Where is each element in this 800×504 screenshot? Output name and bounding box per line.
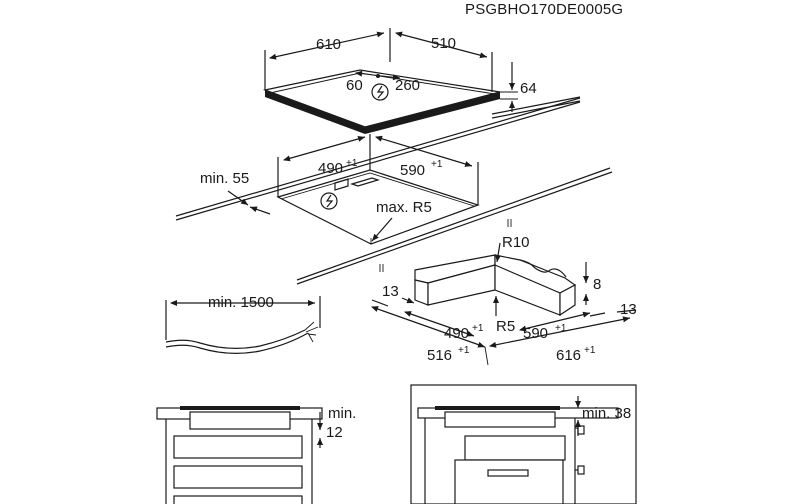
hob-width-label: 610 — [316, 36, 341, 53]
hob-connection-a-label: 60 — [346, 77, 363, 94]
hob-connection-b-label: 260 — [395, 77, 420, 94]
cutout-width-label: 490 — [318, 160, 343, 177]
frame-inner-depth-label: 590 — [523, 325, 548, 342]
frame-radius-inner-label: R5 — [496, 318, 515, 335]
cutout-width-tolerance: +1 — [346, 158, 358, 169]
install-right-drawing: min. 38 — [410, 384, 637, 504]
cutout-drawing: 490 +1 590 +1 min. 55 max. R5 — [175, 97, 581, 245]
frame-drawing: R10 R5 13 8 13 490 +1 590 +1 516 +1 616 … — [371, 234, 637, 366]
install-right-min-label: min. 38 — [582, 405, 631, 422]
hob-height-label: 64 — [520, 80, 537, 97]
cable-line — [165, 329, 306, 349]
cutout-min-front-label: min. 55 — [200, 170, 249, 187]
frame-side-right-label: 13 — [620, 301, 637, 318]
frame-outer-width-tolerance: +1 — [458, 345, 470, 356]
install-left-drawing: min. 12 — [156, 405, 356, 504]
frame-inner-width-tolerance: +1 — [472, 323, 484, 334]
cutout-radius-label: max. R5 — [376, 199, 432, 216]
cable-drawing: min. 1500 — [165, 294, 321, 354]
frame-radius-outer-label: R10 — [502, 234, 530, 251]
cable-length-label: min. 1500 — [208, 294, 274, 311]
document-code: PSGBHO170DE0005G — [465, 1, 623, 18]
install-left-min-label: min. — [328, 405, 356, 422]
cutout-power-icon — [320, 192, 338, 210]
frame-outer-width-label: 516 — [427, 347, 452, 364]
power-connection-icon — [371, 83, 389, 101]
hob-drawing: 610 510 64 60 260 — [262, 28, 581, 134]
cutout-depth-tolerance: +1 — [431, 159, 443, 170]
frame-outer-depth-tolerance: +1 — [584, 345, 596, 356]
worktop-lower — [296, 167, 613, 285]
hob-depth-label: 510 — [431, 35, 456, 52]
install-left-value-label: 12 — [326, 424, 343, 441]
cutout-depth-label: 590 — [400, 162, 425, 179]
frame-side-left-label: 13 — [382, 283, 399, 300]
frame-height-label: 8 — [593, 276, 601, 293]
frame-outer-depth-label: 616 — [556, 347, 581, 364]
